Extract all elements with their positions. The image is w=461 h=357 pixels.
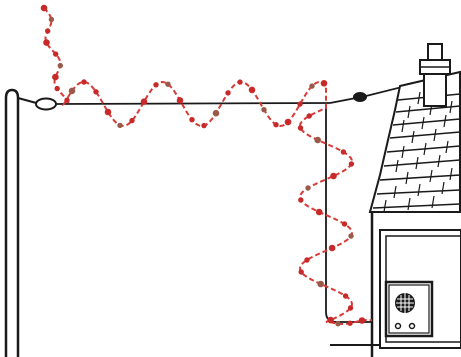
speaker-grille-icon bbox=[395, 293, 415, 313]
wave-bead bbox=[340, 149, 347, 155]
radio-wave-line bbox=[43, 7, 373, 325]
wave-bead bbox=[297, 125, 304, 131]
wave-bead bbox=[237, 79, 243, 85]
wave-bead bbox=[189, 117, 195, 123]
wave-bead bbox=[176, 97, 184, 104]
wave-bead bbox=[48, 16, 55, 23]
wave-bead bbox=[53, 51, 59, 57]
wave-bead bbox=[104, 108, 112, 116]
wave-bead bbox=[335, 321, 341, 327]
wave-bead bbox=[309, 83, 315, 89]
antenna-wire bbox=[55, 102, 331, 105]
chimney-icon bbox=[419, 43, 451, 107]
wave-bead bbox=[45, 28, 51, 34]
wave-bead bbox=[315, 208, 323, 216]
wave-bead bbox=[64, 97, 70, 103]
pole-icon bbox=[4, 88, 20, 357]
wave-bead bbox=[298, 197, 304, 203]
wave-bead bbox=[306, 113, 312, 119]
wave-bead bbox=[284, 118, 292, 126]
wave-bead bbox=[43, 39, 50, 46]
wave-bead bbox=[320, 80, 328, 87]
wave-bead bbox=[248, 86, 256, 94]
wave-bead bbox=[348, 233, 354, 239]
wave-bead bbox=[348, 161, 355, 167]
wave-bead bbox=[341, 221, 348, 227]
volume-knob bbox=[408, 322, 416, 330]
wave-bead bbox=[212, 109, 220, 117]
wave-bead bbox=[327, 316, 334, 324]
wave-bead bbox=[153, 82, 159, 88]
tuning-knob bbox=[394, 322, 402, 330]
wave-bead bbox=[40, 4, 48, 12]
wave-bead bbox=[298, 269, 304, 275]
wave-bead bbox=[68, 87, 76, 95]
wave-bead bbox=[93, 89, 99, 95]
wave-bead bbox=[330, 172, 337, 180]
wave-bead bbox=[317, 280, 325, 288]
insulator-icon bbox=[353, 92, 367, 102]
insulator-icon bbox=[35, 97, 57, 111]
wave-bead bbox=[140, 98, 148, 105]
wave-bead bbox=[304, 257, 310, 263]
wave-bead bbox=[358, 317, 366, 324]
wave-bead bbox=[225, 90, 231, 96]
wave-bead bbox=[342, 293, 349, 299]
wave-bead bbox=[52, 73, 59, 81]
wave-bead bbox=[297, 101, 303, 107]
radio-wave-path bbox=[40, 4, 373, 327]
wave-bead bbox=[273, 122, 279, 128]
wave-bead bbox=[261, 107, 267, 113]
wave-bead bbox=[129, 117, 135, 124]
wave-bead bbox=[201, 122, 207, 129]
wave-bead bbox=[117, 122, 123, 129]
wave-bead bbox=[314, 136, 322, 144]
wave-bead bbox=[165, 81, 171, 87]
wave-bead bbox=[54, 85, 60, 92]
radio-receiver-icon bbox=[384, 280, 434, 338]
wave-bead bbox=[347, 320, 353, 326]
wave-bead bbox=[57, 62, 63, 69]
wave-bead bbox=[305, 185, 311, 191]
wave-bead bbox=[81, 79, 87, 85]
roof-wire bbox=[329, 97, 357, 104]
wave-bead bbox=[347, 305, 354, 311]
wave-bead bbox=[328, 244, 336, 252]
